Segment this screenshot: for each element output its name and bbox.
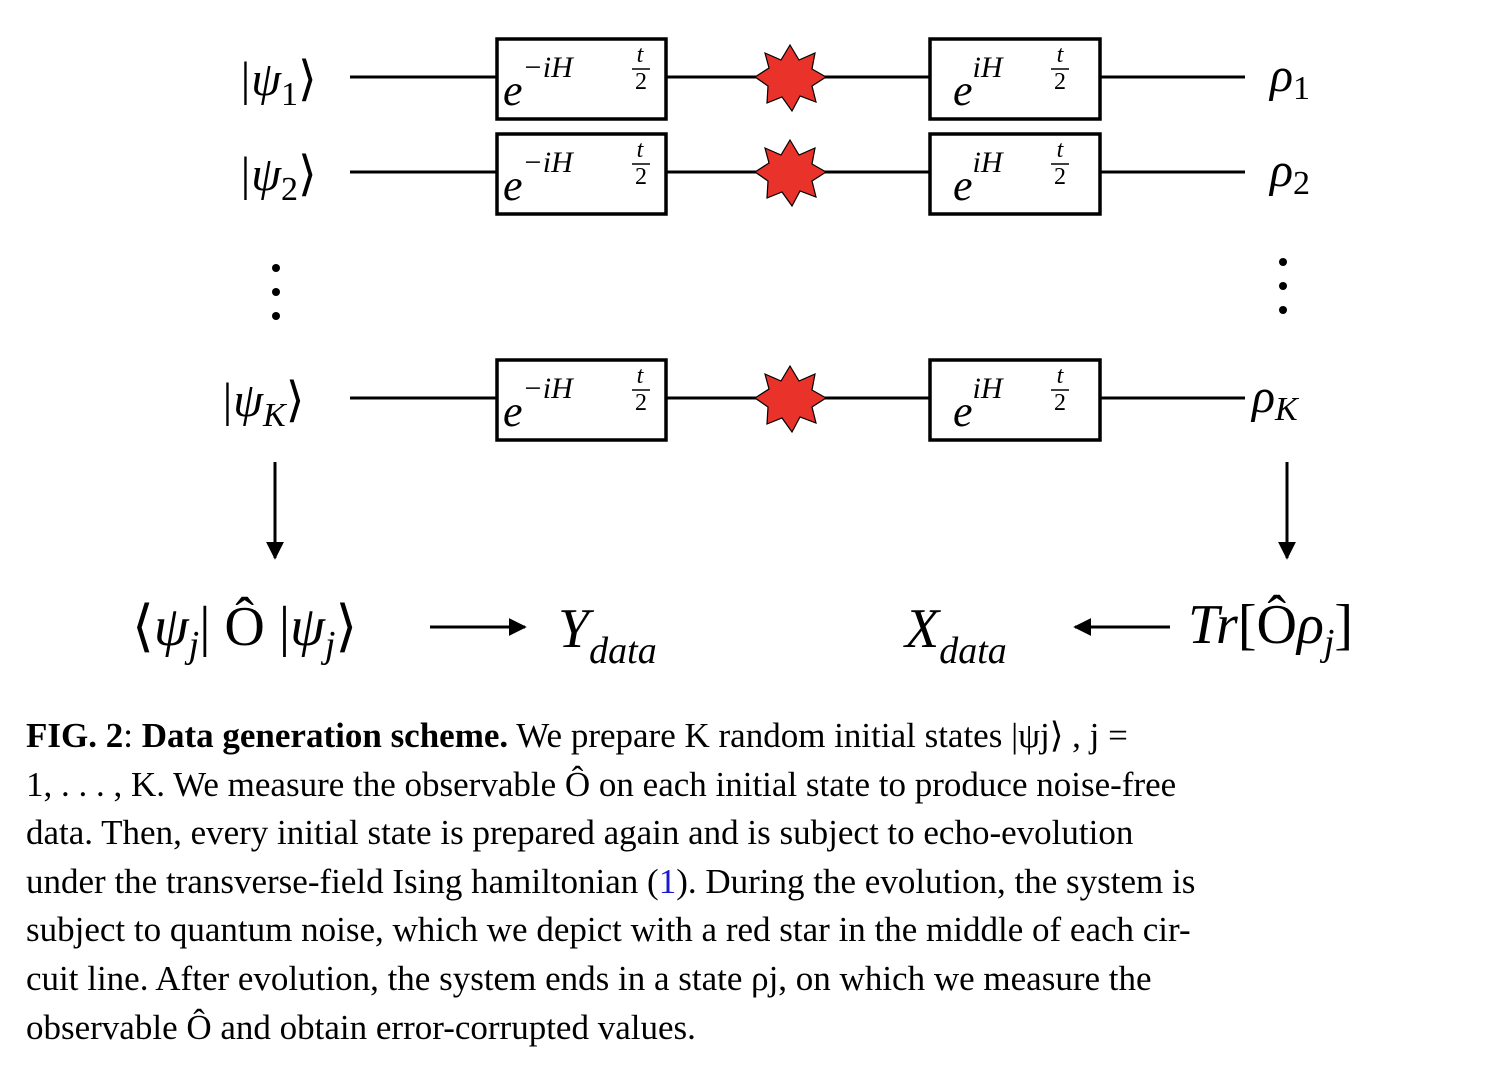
ellipsis-right [1279,258,1287,314]
svg-text:t: t [1057,363,1065,389]
svg-text:2: 2 [635,69,647,95]
circuit-row-2: |ψ2⟩ e−iH t 2 eiH t 2 ρ2 [238,132,1310,216]
circuit-row-1: |ψ1⟩ e−iH t 2 eiH t 2 ρ1 [238,37,1310,121]
svg-text:t: t [1057,42,1065,68]
svg-text:t: t [637,137,645,163]
caption-line-6: cuit line. After evolution, the system e… [26,958,1152,998]
caption-line-3: data. Then, every initial state is prepa… [26,813,1134,853]
gate-backward-evolution [928,132,1102,216]
svg-text:2: 2 [1054,390,1066,416]
caption-title: Data generation scheme. [141,716,509,755]
output-state-k: ρK [1250,370,1300,428]
gate-backward-evolution [928,37,1102,121]
noisy-expectation: Tr[Ôρj] [1188,593,1353,664]
output-state-2: ρ2 [1268,144,1310,202]
caption-line-4: under the transverse-field Ising hamilto… [26,861,1196,901]
gate-forward-evolution [495,37,668,121]
svg-text:2: 2 [635,164,647,190]
noise-star-icon [753,364,828,434]
equation-reference-link[interactable]: 1 [658,861,677,901]
gate-forward-evolution [495,358,668,442]
output-state-1: ρ1 [1268,49,1310,107]
svg-text:2: 2 [1054,69,1066,95]
figure-caption: FIG. 2: Data generation scheme. We prepa… [26,712,1486,1052]
noise-star-icon [753,138,828,208]
input-state-1: |ψ1⟩ [238,53,317,113]
svg-text:t: t [637,363,645,389]
x-data-label: Xdata [903,598,1007,672]
noise-free-expectation: ⟨ψj| Ô |ψj⟩ [132,595,357,666]
circuit-row-k: |ψK⟩ e−iH t 2 eiH t 2 ρK [220,358,1300,442]
gate-backward-evolution [928,358,1102,442]
svg-text:t: t [1057,137,1065,163]
caption-line-5: subject to quantum noise, which we depic… [26,910,1191,950]
svg-text:t: t [637,42,645,68]
ellipsis-left [272,264,280,320]
input-state-2: |ψ2⟩ [238,148,317,208]
caption-line-2: 1, . . . , K. We measure the observable … [26,764,1177,804]
caption-text-1: We prepare K random initial states |ψj⟩ … [516,716,1128,755]
input-state-k: |ψK⟩ [220,374,304,434]
svg-text:2: 2 [1054,164,1066,190]
figure-label: FIG. 2 [26,716,124,755]
caption-line-1: FIG. 2: Data generation scheme. We prepa… [26,716,1128,755]
svg-text:2: 2 [635,390,647,416]
gate-forward-evolution [495,132,668,216]
circuit-figure: |ψ1⟩ e−iH t 2 eiH t 2 ρ1 |ψ2⟩ e−iH t 2 e… [132,37,1353,672]
caption-line-7: observable Ô and obtain error-corrupted … [26,1007,696,1047]
noise-star-icon [753,43,828,113]
y-data-label: Ydata [558,598,657,672]
